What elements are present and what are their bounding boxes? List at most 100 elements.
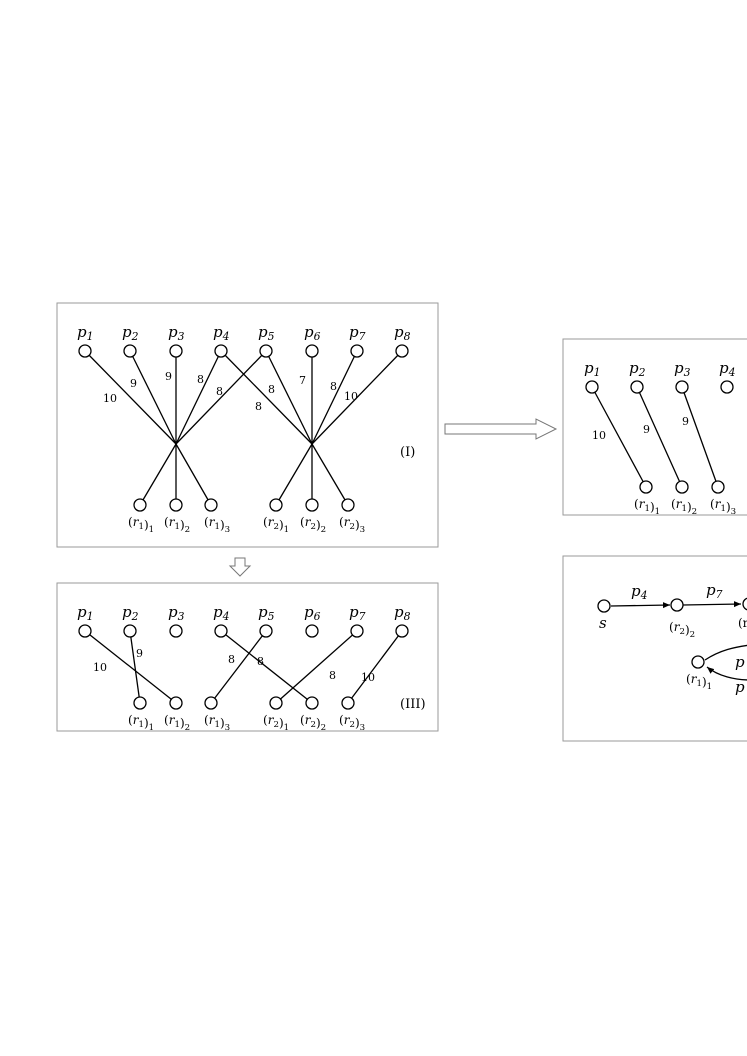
- weight-label: 8: [197, 373, 204, 386]
- p-label: p3: [168, 323, 185, 343]
- p-label: p4: [213, 603, 230, 623]
- p-node: [78, 344, 92, 358]
- r-node: [711, 480, 725, 494]
- arrow-down-icon: [228, 557, 252, 577]
- weight-label: 7: [299, 374, 306, 387]
- panel-2-r-nodes: [639, 480, 725, 494]
- panel-3-p-nodes: [78, 624, 409, 638]
- r-node: [341, 498, 355, 512]
- weight-label: 8: [216, 385, 223, 398]
- r-node: [204, 696, 218, 710]
- panel-2-edges: [591, 386, 719, 488]
- edge-center1-r1-3: [175, 443, 212, 506]
- weight-label: 8: [255, 400, 262, 413]
- p-node: [350, 344, 364, 358]
- panel-4: s (r2)2 (r1)1 p4 p7 (r p p: [562, 555, 747, 742]
- weight-label: 9: [643, 423, 650, 436]
- node-label: (r1)1: [686, 672, 712, 692]
- p-label: p6: [304, 603, 321, 623]
- p-node: [123, 344, 137, 358]
- cropped-label-fragment: p: [735, 678, 745, 696]
- edge-p4-r2-2: [220, 630, 313, 704]
- edge-p3-r1-3: [681, 386, 719, 488]
- panel-1-roman-label: (I): [400, 445, 415, 460]
- r-label: (r2)1: [263, 713, 289, 733]
- weight-label: 8: [329, 669, 336, 682]
- p-node: [123, 624, 137, 638]
- r-label: (r1)3: [204, 713, 230, 733]
- r-label: (r1)3: [204, 515, 230, 535]
- p-node: [395, 624, 409, 638]
- p-node: [169, 344, 183, 358]
- edge-r1-1-lower: [706, 666, 747, 681]
- panel-2-p-nodes: [585, 380, 734, 394]
- p-label: p5: [258, 323, 275, 343]
- r-label: (r1)2: [164, 713, 190, 733]
- edge-center2-r2-3: [311, 443, 349, 506]
- p-label: p4: [719, 359, 736, 379]
- r-node: [133, 498, 147, 512]
- weight-label: 10: [103, 392, 117, 405]
- panel-4-nodes: [597, 597, 747, 669]
- edge-p5-center2: [265, 350, 313, 445]
- panel-4-edges: [610, 601, 747, 681]
- r-node: [305, 498, 319, 512]
- r-label: (r2)1: [263, 515, 289, 535]
- panel-3-p-labels: p1 p2 p3 p4 p5 p6 p7 p8: [77, 603, 411, 623]
- panel-1-r-labels: (r1)1 (r1)2 (r1)3 (r2)1 (r2)2 (r2)3: [128, 515, 365, 535]
- r-node: [204, 498, 218, 512]
- graph-node: [742, 597, 747, 611]
- weight-label: 10: [93, 661, 107, 674]
- p-node: [675, 380, 689, 394]
- panel-1-edges: [84, 350, 403, 506]
- p-label: p6: [304, 323, 321, 343]
- p-node: [395, 344, 409, 358]
- weight-label: 10: [344, 390, 358, 403]
- r-node: [341, 696, 355, 710]
- edge-p4-center1: [175, 350, 222, 445]
- p-label: p8: [394, 603, 411, 623]
- r-label: (r2)3: [339, 713, 365, 733]
- p-label: p3: [168, 603, 185, 623]
- panel-1-r-nodes: [133, 498, 355, 512]
- p-node: [78, 624, 92, 638]
- edge-p4-center2: [220, 350, 313, 445]
- edge-r2-2-next: [682, 601, 742, 608]
- graph-node: [691, 655, 705, 669]
- r-node: [169, 498, 183, 512]
- node-label: (r2)2: [669, 620, 695, 640]
- weight-label: 10: [361, 671, 375, 684]
- r-label: (r1)2: [671, 497, 697, 517]
- r-node: [269, 498, 283, 512]
- r-label: (r2)2: [300, 713, 326, 733]
- r-label: (r1)3: [710, 497, 736, 517]
- p-label: p1: [584, 359, 600, 379]
- edge-r1-1-upper: [704, 644, 747, 661]
- p-label: p2: [122, 603, 139, 623]
- edge-p2-center1: [129, 350, 177, 445]
- r-node: [169, 696, 183, 710]
- weight-label: 8: [228, 653, 235, 666]
- panel-3-roman-label: (III): [400, 697, 426, 712]
- weight-label: 8: [268, 383, 275, 396]
- p-node: [630, 380, 644, 394]
- r-label: (r1)1: [128, 713, 154, 733]
- p-node: [585, 380, 599, 394]
- p-node: [305, 624, 319, 638]
- panel-3-frame: [56, 582, 439, 732]
- edge-p1-r1-1: [591, 386, 647, 488]
- panel-3-r-labels: (r1)1 (r1)2 (r1)3 (r2)1 (r2)2 (r2)3: [128, 713, 365, 733]
- edge-p1-center1: [84, 350, 177, 445]
- weight-label: 9: [165, 370, 172, 383]
- edge-p2-r1-2: [636, 386, 683, 488]
- panel-1-p-nodes: [78, 344, 409, 358]
- panel-3-r-nodes: [133, 696, 355, 710]
- r-node: [269, 696, 283, 710]
- panel-4-frame: [562, 555, 747, 742]
- p-label: p1: [77, 603, 93, 623]
- r-label: (r1)1: [634, 497, 660, 517]
- weight-label: 9: [136, 647, 143, 660]
- panel-3: p1 p2 p3 p4 p5 p6 p7 p8 (r1)1 (r1)2 (r1)…: [56, 582, 439, 733]
- panel-1-p-labels: p1 p2 p3 p4 p5 p6 p7 p8: [77, 323, 411, 343]
